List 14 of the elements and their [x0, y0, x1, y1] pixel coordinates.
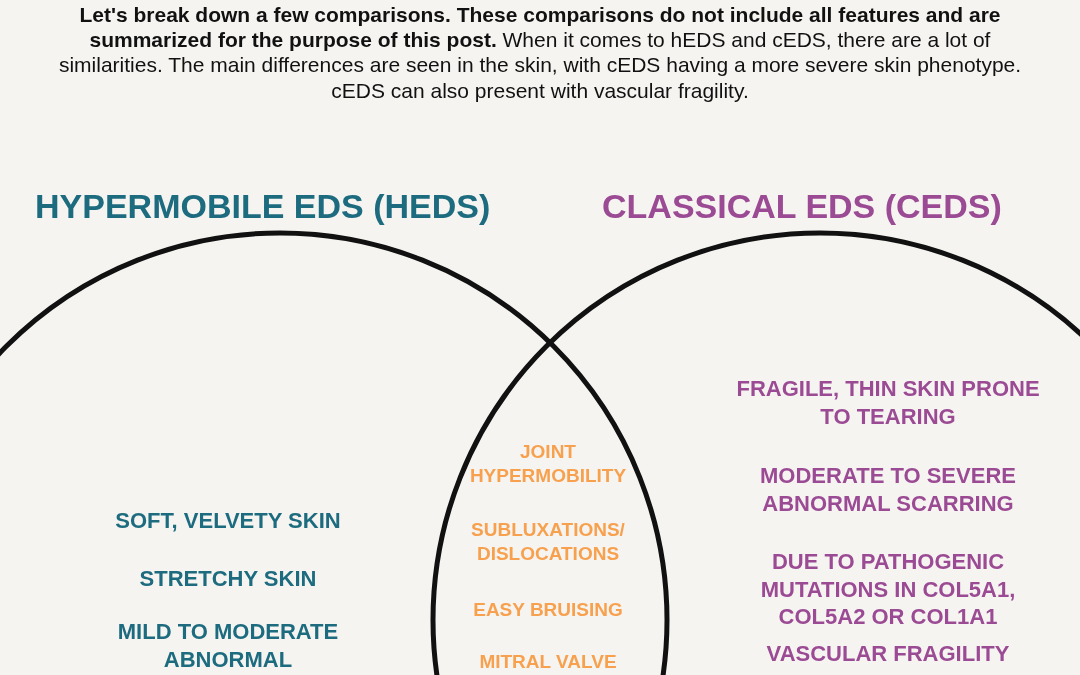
intro-paragraph: Let's break down a few comparisons. These comparisons do not include all features and are summarized for the purpose of this post. When it comes to hEDS and cEDS, there are a lot of similarities. The main differences are seen in the skin, with cEDS having a more severe skin phenotype. cEDS can also present with vascular fragility. [57, 2, 1023, 103]
shared-feature-text: MITRAL VALVE [478, 650, 618, 674]
circle-heading: CLASSICAL EDS (CEDS) [602, 186, 1003, 227]
feature-text: VASCULAR FRAGILITY [765, 640, 1011, 668]
feature-text: DUE TO PATHOGENIC MUTATIONS IN COL5A1, COL5A2 OR COL1A1 [759, 548, 1017, 631]
shared-feature-text: EASY BRUISING [472, 598, 624, 622]
shared-feature-text: SUBLUXATIONS/ DISLOCATIONS [470, 518, 626, 566]
feature-text: STRETCHY SKIN [138, 565, 318, 593]
feature-text: SOFT, VELVETY SKIN [114, 507, 342, 535]
circle-heading: HYPERMOBILE EDS (HEDS) [35, 186, 492, 227]
shared-feature-text: JOINT HYPERMOBILITY [468, 440, 628, 488]
feature-text: MODERATE TO SEVERE ABNORMAL SCARRING [759, 462, 1017, 517]
feature-text: FRAGILE, THIN SKIN PRONE TO TEARING [735, 375, 1041, 430]
feature-text: MILD TO MODERATE ABNORMAL [116, 618, 340, 673]
